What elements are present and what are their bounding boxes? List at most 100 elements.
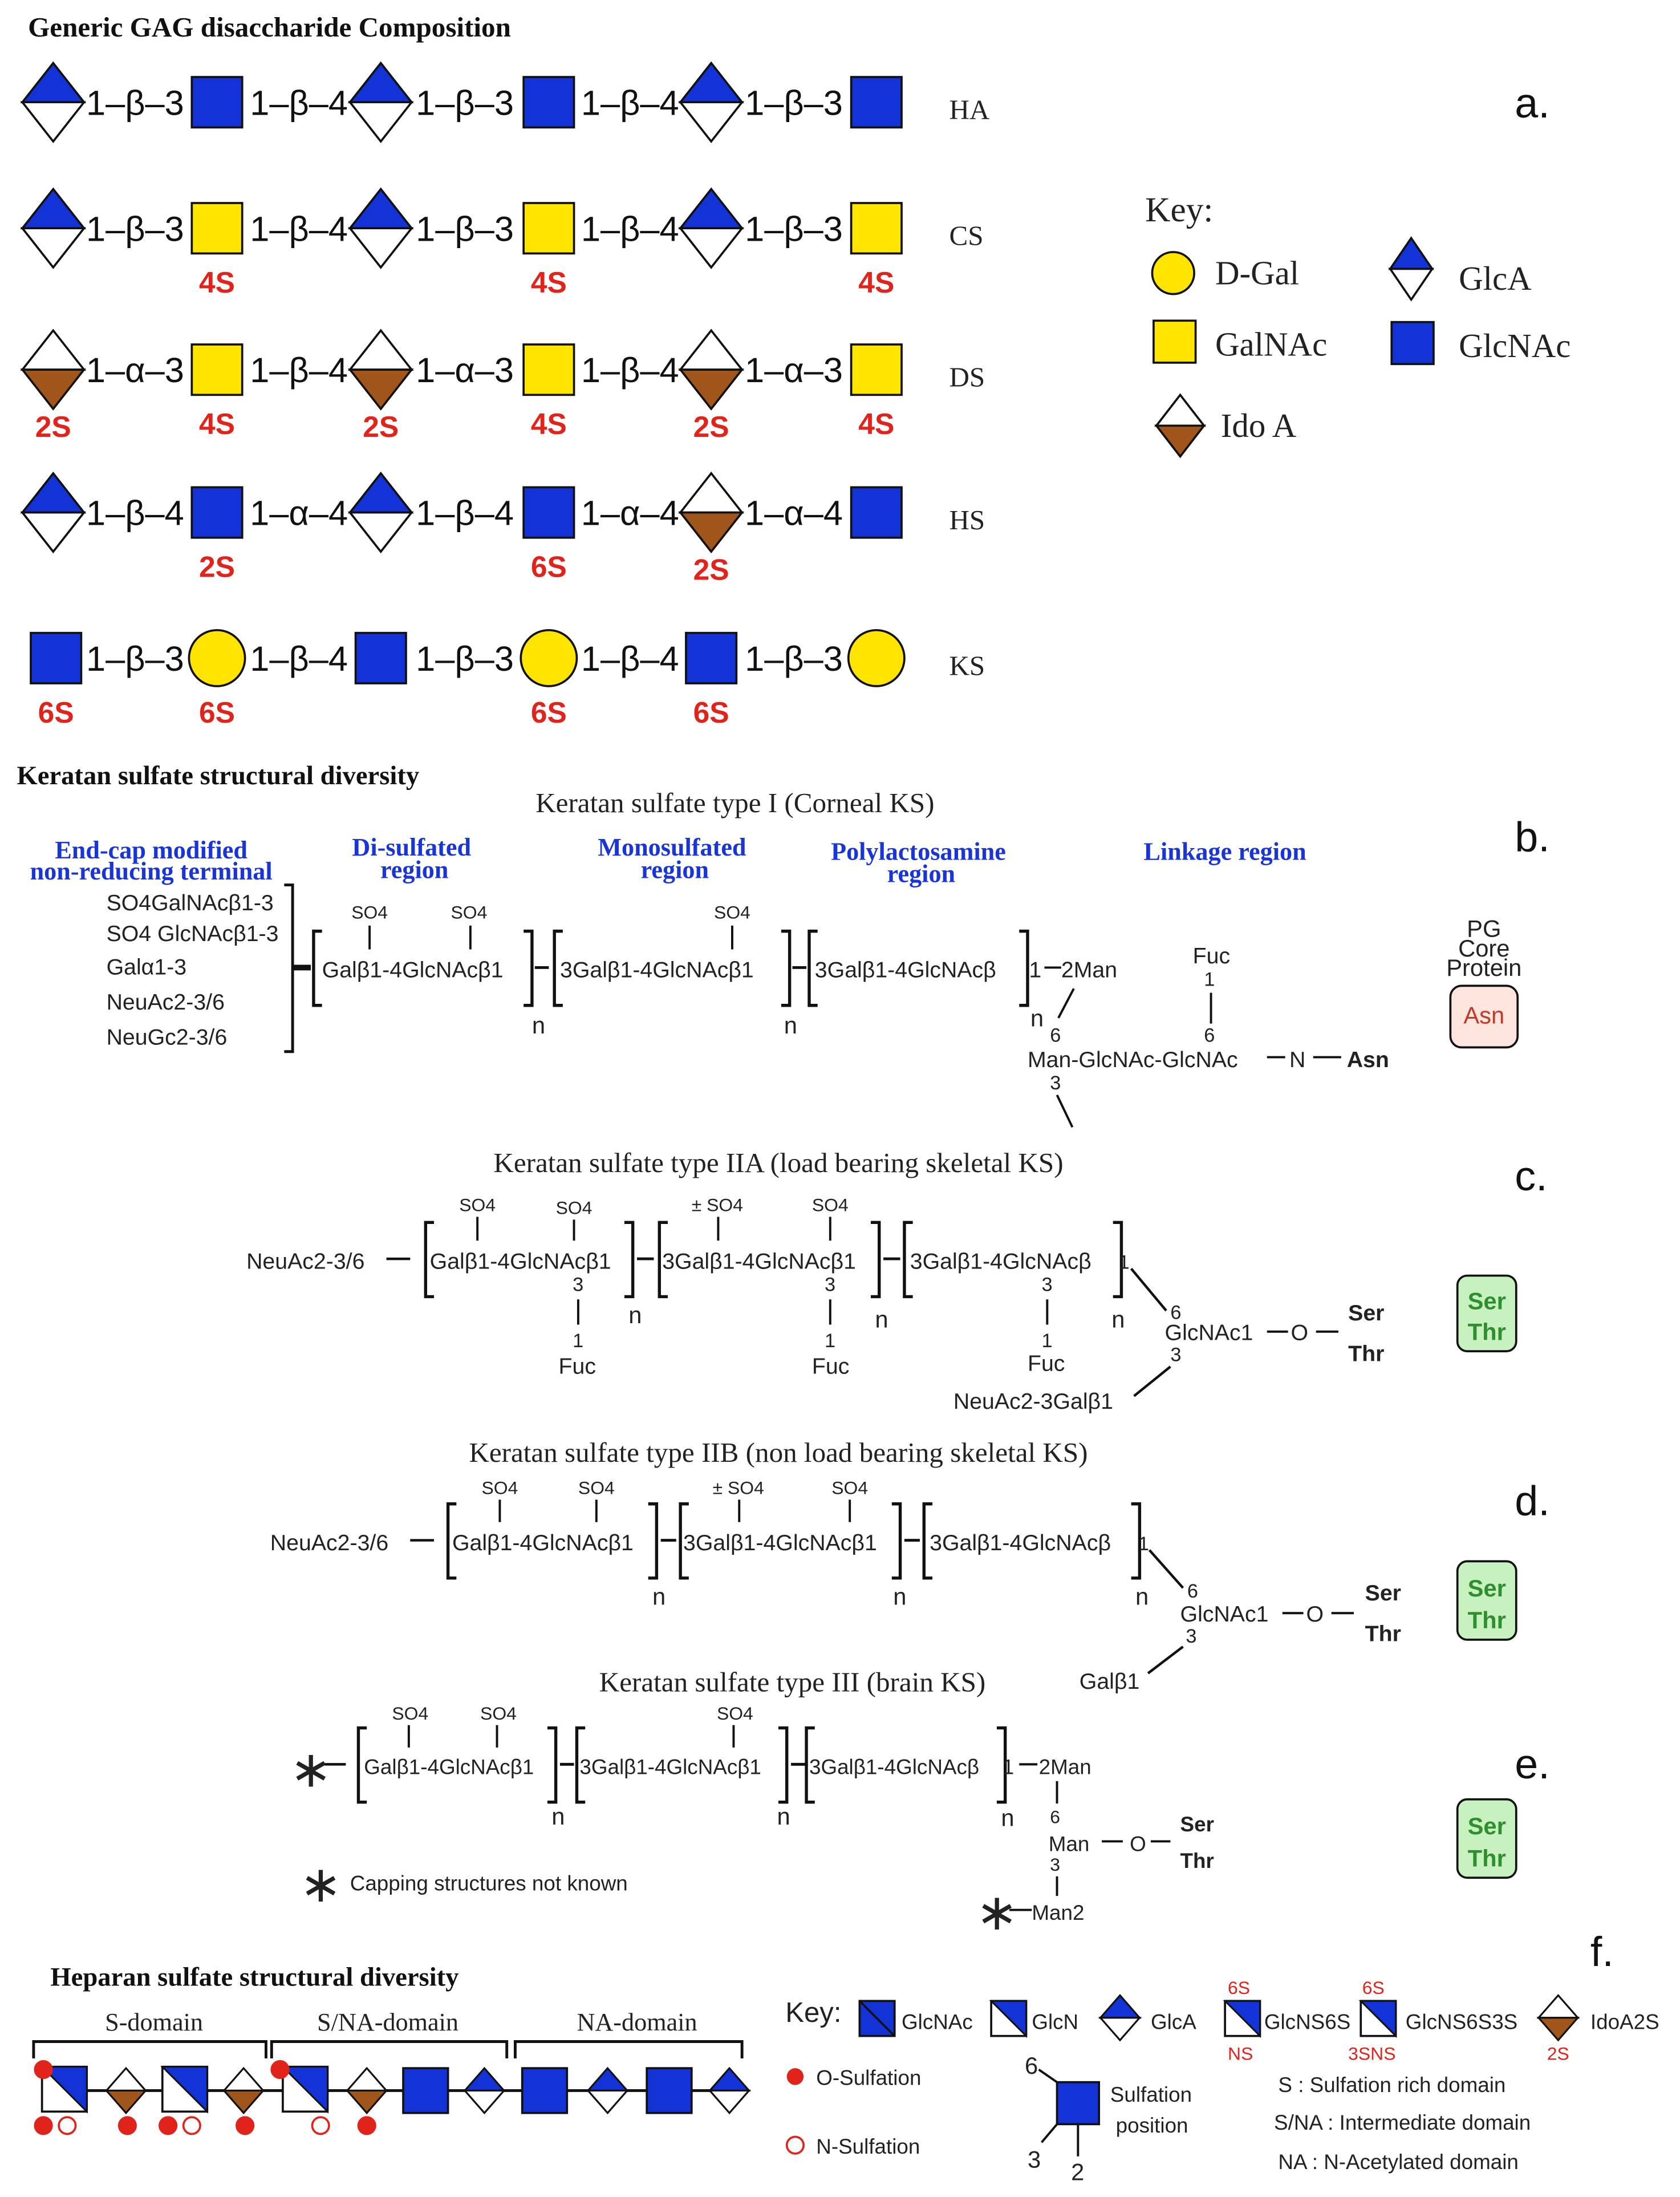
bracket bbox=[891, 1502, 902, 1580]
end-3: 3 bbox=[1186, 1626, 1196, 1647]
sulfate-label: 6S bbox=[693, 696, 729, 729]
linkage-label: 1–β–3 bbox=[745, 639, 843, 679]
pos-6: 6 bbox=[1025, 2052, 1038, 2079]
panel-b-title: Keratan sulfate type I (Corneal KS) bbox=[535, 787, 934, 818]
linkage-label: 1–α–4 bbox=[250, 494, 348, 533]
panel-f-label: f. bbox=[1590, 1928, 1614, 1975]
bracket bbox=[871, 1221, 881, 1299]
end-man2: Man2 bbox=[1032, 1901, 1084, 1924]
glca-diamond-bottom-icon bbox=[678, 101, 744, 143]
domain-s: S-domain bbox=[105, 2008, 203, 2036]
tick bbox=[1130, 1267, 1167, 1312]
panel-a-title: Generic GAG disaccharide Composition bbox=[28, 11, 511, 43]
hs-chain bbox=[34, 2060, 751, 2135]
glcn-half-icon bbox=[160, 2066, 208, 2114]
idoa-diamond-top-icon bbox=[1154, 393, 1207, 427]
hs-diamond-bottom-icon bbox=[222, 2089, 266, 2115]
o-sulfation-dot-icon bbox=[34, 2060, 53, 2080]
tick bbox=[1057, 988, 1075, 1019]
galnac-square-icon bbox=[522, 202, 575, 255]
key-item-glcnac: GlcNAc bbox=[1390, 321, 1571, 366]
linkage-label: 1–β–3 bbox=[416, 209, 514, 249]
star: ∗ bbox=[976, 1884, 1018, 1940]
tick bbox=[1133, 1365, 1171, 1397]
legend-na: NA : N-Acetylated domain bbox=[1278, 2150, 1518, 2174]
fuc-3: 3 bbox=[573, 1274, 583, 1296]
key-item-galnac: GalNAc bbox=[1153, 319, 1327, 364]
key-item-dgal: D-Gal bbox=[1151, 251, 1299, 295]
ser-thr-box-d: Ser Thr bbox=[1456, 1560, 1517, 1641]
glca-diamond-top-icon bbox=[347, 471, 414, 514]
end-2man: 2Man bbox=[1061, 958, 1117, 983]
end-1: 1 bbox=[1138, 1533, 1149, 1555]
linkage-label: 1–α–4 bbox=[581, 494, 679, 533]
end-glcnac: GlcNAc1 bbox=[1180, 1602, 1269, 1627]
panel-b-label: b. bbox=[1515, 813, 1549, 861]
end-thr: Thr bbox=[1348, 1341, 1384, 1366]
idoa-diamond-top-icon bbox=[678, 471, 744, 514]
fuc-1: 1 bbox=[825, 1330, 835, 1352]
repeat-n: n bbox=[1135, 1583, 1149, 1610]
galnac-square-icon bbox=[522, 343, 575, 396]
key-glca-label: GlcA bbox=[1459, 260, 1532, 297]
glca-diamond-top-icon bbox=[20, 471, 87, 514]
start: NeuAc2-3/6 bbox=[270, 1530, 388, 1555]
panel-c-chain: NeuAc2-3/6 Galβ1-4GlcNAcβ1 n 3Galβ1-4Glc… bbox=[246, 1195, 1384, 1414]
fuc-3: 3 bbox=[825, 1274, 835, 1296]
sulfate-label: 6S bbox=[199, 696, 235, 729]
linkage-label: 1–β–3 bbox=[86, 83, 184, 123]
idoa-diamond-bottom-icon bbox=[1154, 424, 1207, 459]
mark-2s: 2S bbox=[1547, 2043, 1569, 2064]
pos-line bbox=[1038, 2068, 1058, 2083]
sulfate-label: 2S bbox=[693, 553, 729, 586]
sulfation-position-square-icon bbox=[1056, 2081, 1101, 2126]
unit-3: 3Galβ1-4GlcNAcβ bbox=[910, 1249, 1091, 1274]
repeat-n: n bbox=[893, 1583, 906, 1610]
core-label-2: Core bbox=[1458, 935, 1509, 962]
legend-sna: S/NA : Intermediate domain bbox=[1274, 2111, 1531, 2134]
glca-diamond-top-icon bbox=[1388, 236, 1434, 270]
repeat-n: n bbox=[1001, 1804, 1014, 1831]
unit-1: Galβ1-4GlcNAcβ1 bbox=[452, 1530, 634, 1555]
key-title: Key: bbox=[1145, 190, 1213, 229]
glcn-half-icon bbox=[40, 2066, 88, 2114]
n-sulfation-ring-icon bbox=[58, 2116, 77, 2135]
idoa-diamond-top-icon bbox=[678, 329, 744, 371]
gag-abbr: KS bbox=[949, 650, 985, 681]
so4: SO4 bbox=[812, 1195, 849, 1215]
domain-bracket-na bbox=[513, 2040, 744, 2058]
panel-e-chain: ∗ Galβ1-4GlcNAcβ1 n 3Galβ1-4GlcNAcβ1 n 3… bbox=[290, 1703, 1214, 1940]
pos-3: 3 bbox=[1028, 2146, 1041, 2172]
bracket bbox=[679, 1502, 689, 1580]
glca-diamond-top-icon bbox=[20, 61, 87, 104]
ser-thr-box bbox=[1456, 1560, 1517, 1641]
hs-diamond-top-icon bbox=[462, 2066, 506, 2092]
so4-pm: ± SO4 bbox=[692, 1195, 743, 1215]
linkage-label: 1–β–4 bbox=[581, 639, 679, 679]
repeat-n: n bbox=[532, 1012, 545, 1039]
hs-diamond-bottom-icon bbox=[1098, 2017, 1142, 2042]
repeat-n: n bbox=[784, 1012, 797, 1039]
unit-1: Galβ1-4GlcNAcβ1 bbox=[430, 1249, 611, 1274]
glca-diamond-top-icon bbox=[678, 187, 744, 230]
glcn-half-icon bbox=[989, 2000, 1027, 2038]
glcnac-square-icon bbox=[850, 76, 903, 129]
sulfate-label: 4S bbox=[199, 407, 235, 440]
o-sulfation-dot-icon bbox=[236, 2116, 255, 2135]
pg-core-protein: PG Core Protein Asn bbox=[1446, 915, 1521, 1049]
sulf-pos-2: position bbox=[1116, 2114, 1188, 2137]
core-label-3: Protein bbox=[1446, 954, 1521, 981]
tick bbox=[1056, 1095, 1074, 1128]
hs-diamond-bottom-icon bbox=[462, 2089, 506, 2115]
galnac-square-icon bbox=[850, 343, 903, 396]
region-polylactosamine-2: region bbox=[887, 860, 955, 888]
sulfate-label: 4S bbox=[531, 407, 567, 440]
key-glca: GlcA bbox=[1151, 2010, 1196, 2033]
glca-diamond-bottom-icon bbox=[20, 511, 87, 554]
linkage-label: 1–β–4 bbox=[250, 83, 348, 123]
glca-diamond-bottom-icon bbox=[1388, 267, 1434, 302]
end-glcnac: GlcNAc1 bbox=[1165, 1320, 1253, 1345]
capping-note: Capping structures not known bbox=[350, 1871, 628, 1895]
bracket bbox=[996, 1726, 1007, 1804]
